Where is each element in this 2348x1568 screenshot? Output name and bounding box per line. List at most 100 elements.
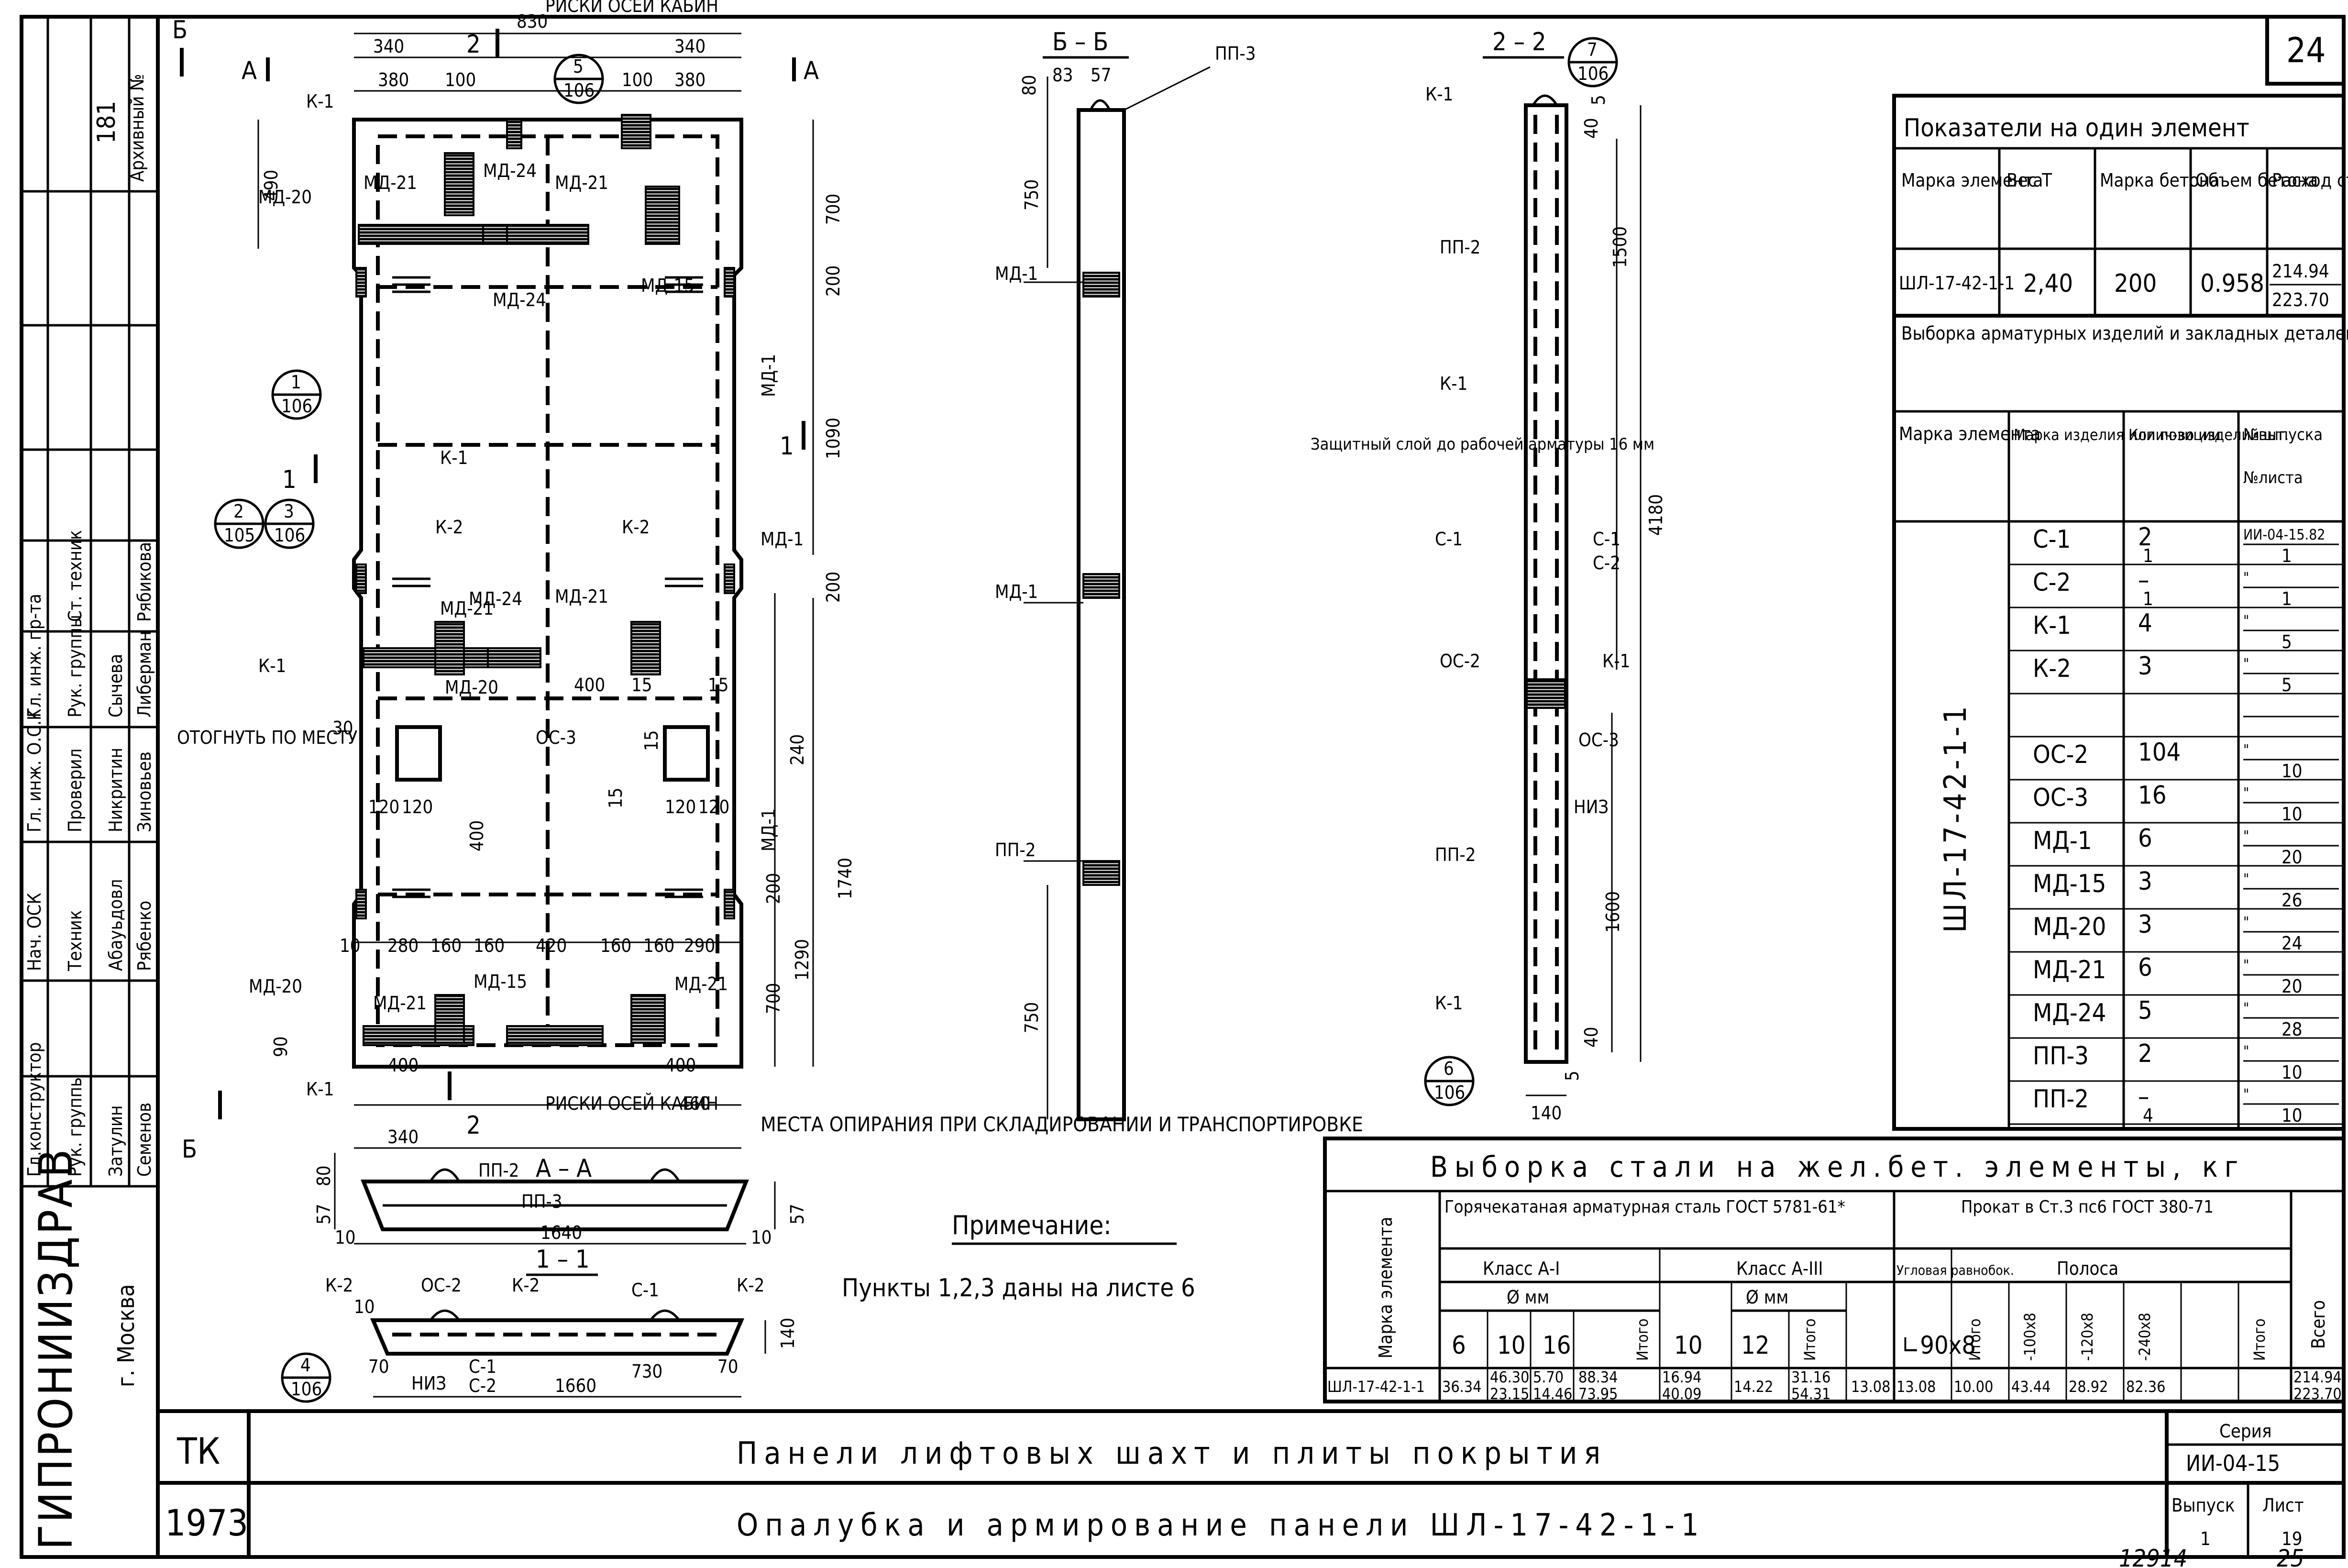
sel-mark: ОС-3	[2033, 784, 2088, 812]
cell: 223.70	[2272, 289, 2329, 310]
sel-qty-sub: 1	[2143, 588, 2153, 609]
col-header: №листа	[2243, 468, 2303, 487]
dim: 80	[1019, 75, 1040, 96]
sel-qty: 16	[2138, 781, 2167, 810]
col-header: Марка бетона	[2100, 170, 2220, 191]
dim: 750	[1021, 179, 1042, 210]
col-header: Марка элемента	[1375, 1217, 1396, 1358]
steel-cell: 36.34	[1442, 1378, 1481, 1396]
dim: 750	[1021, 1002, 1042, 1033]
label: К-2	[737, 1275, 764, 1296]
stamp-role-5: Рук. группы	[65, 1074, 86, 1177]
cell: 214.94	[2272, 261, 2329, 282]
dim: 460	[679, 1093, 710, 1114]
label-k1: К-1	[306, 1079, 334, 1100]
sheet-number-box	[2265, 15, 2346, 86]
sel-qty: –	[2138, 1082, 2149, 1111]
sel-mark: С-2	[2033, 568, 2071, 597]
steel-cell: 223.70	[2293, 1385, 2342, 1403]
bubble-bottom: 106	[281, 396, 312, 417]
stamp-strip: Архивный № 181 Гл.конструктор Нач. ОСК Г…	[22, 17, 158, 1550]
class-header: Класс А-III	[1736, 1258, 1823, 1279]
label-k2: К-2	[622, 517, 650, 538]
label: НИЗ	[1574, 796, 1609, 817]
dim: 120	[402, 796, 433, 817]
dim: 100	[445, 69, 476, 90]
label-md15: МД-15	[474, 971, 527, 992]
label: ОС-2	[1440, 651, 1480, 672]
steel-cell: 54.31	[1791, 1385, 1830, 1403]
cell: 200	[2114, 269, 2157, 298]
steel-cell: 214.94	[2293, 1368, 2342, 1386]
dim: 1740	[835, 858, 856, 899]
steel-col: 6	[1452, 1331, 1466, 1360]
dim: 400	[665, 1055, 696, 1076]
col-header: Вес Т	[2006, 170, 2052, 191]
section-mark: А	[242, 56, 257, 85]
tb-sheet: 19	[2282, 1528, 2303, 1549]
dim: 10	[751, 1227, 772, 1248]
stamp-role-8: Рук. группы	[65, 615, 86, 718]
dim: 400	[387, 1055, 419, 1076]
bubble-top: 4	[300, 1355, 311, 1376]
steel-cell: 46.30	[1490, 1368, 1529, 1386]
steel-cell: 23.15	[1490, 1385, 1529, 1403]
dim: 1090	[823, 418, 844, 459]
dim: 4180	[1645, 494, 1666, 536]
label: К-1	[1602, 651, 1630, 672]
section-aa: А – А 80 57 57 10 1640 10 ПП-2 ПП-3	[313, 1153, 808, 1248]
dim: 160	[643, 935, 674, 956]
label-md15: МД-15	[641, 275, 694, 296]
section-mark: 1	[282, 465, 297, 494]
sel-sheet: 28	[2282, 1019, 2303, 1040]
tb-issue-label: Выпуск	[2172, 1495, 2235, 1516]
sel-qty: –	[2138, 566, 2149, 595]
sel-issue: "	[2243, 914, 2249, 931]
stamp-name-7: Зиновьев	[134, 751, 155, 832]
section-mark: 1	[780, 432, 794, 461]
note-title: Примечание:	[952, 1210, 1112, 1240]
tb-title-1: Панели лифтовых шахт и плиты покрытия	[737, 1436, 1607, 1471]
tb-sheet-label: Лист	[2262, 1495, 2304, 1516]
dim: 490	[261, 170, 282, 201]
sel-mark: ПП-2	[2033, 1085, 2089, 1114]
dim: 140	[777, 1318, 798, 1349]
label-md24: МД-24	[469, 588, 522, 609]
sel-mark: МД-15	[2033, 870, 2106, 898]
tb-code: ТК	[176, 1430, 220, 1472]
dim: 200	[823, 572, 844, 603]
dim: 90	[270, 1037, 291, 1058]
cell: 2,40	[2023, 269, 2073, 298]
steel-col: 10	[1674, 1331, 1703, 1360]
steel-cell: 73.95	[1578, 1385, 1618, 1403]
label: ОС-3	[1578, 729, 1619, 751]
label: К-2	[512, 1275, 540, 1296]
title-block: ТК 1973 Панели лифтовых шахт и плиты пок…	[158, 1409, 2344, 1557]
steel-col: -240х8	[2136, 1313, 2154, 1361]
dim: 400	[574, 674, 605, 696]
dim: 700	[763, 983, 784, 1014]
sel-issue: ИИ-04-15.82	[2243, 527, 2325, 543]
section-aa-title: А – А	[536, 1154, 592, 1183]
bubble-bottom: 106	[291, 1379, 322, 1400]
sel-qty: 2	[2138, 523, 2152, 552]
tb-series-label: Серия	[2219, 1421, 2271, 1442]
front-elevation: 830 340 340 380 100 100 380 490 700 200 …	[172, 0, 856, 1164]
sel-issue: "	[2243, 613, 2249, 629]
sel-mark: МД-24	[2033, 999, 2106, 1027]
dim: 160	[600, 935, 631, 956]
dim: 700	[823, 194, 844, 225]
sel-sheet: 5	[2282, 674, 2292, 696]
steel-cell: ШЛ-17-42-1-1	[1327, 1378, 1425, 1396]
support-note: МЕСТА ОПИРАНИЯ ПРИ СКЛАДИРОВАНИИ И ТРАНС…	[761, 1113, 1363, 1136]
stamp-role-2: Нач. ОСК	[24, 893, 45, 971]
label: К-1	[1440, 373, 1467, 394]
steel-col: Итого	[1966, 1318, 1984, 1361]
bubble-top: 1	[291, 372, 301, 393]
dim: 83	[1052, 65, 1073, 86]
dim: 420	[536, 935, 567, 956]
sel-issue: "	[2243, 1000, 2249, 1017]
section-mark: 2	[466, 1111, 481, 1140]
org-city: г. Москва	[113, 1284, 140, 1387]
stamp-name-2: Абауьдовл	[105, 879, 126, 971]
